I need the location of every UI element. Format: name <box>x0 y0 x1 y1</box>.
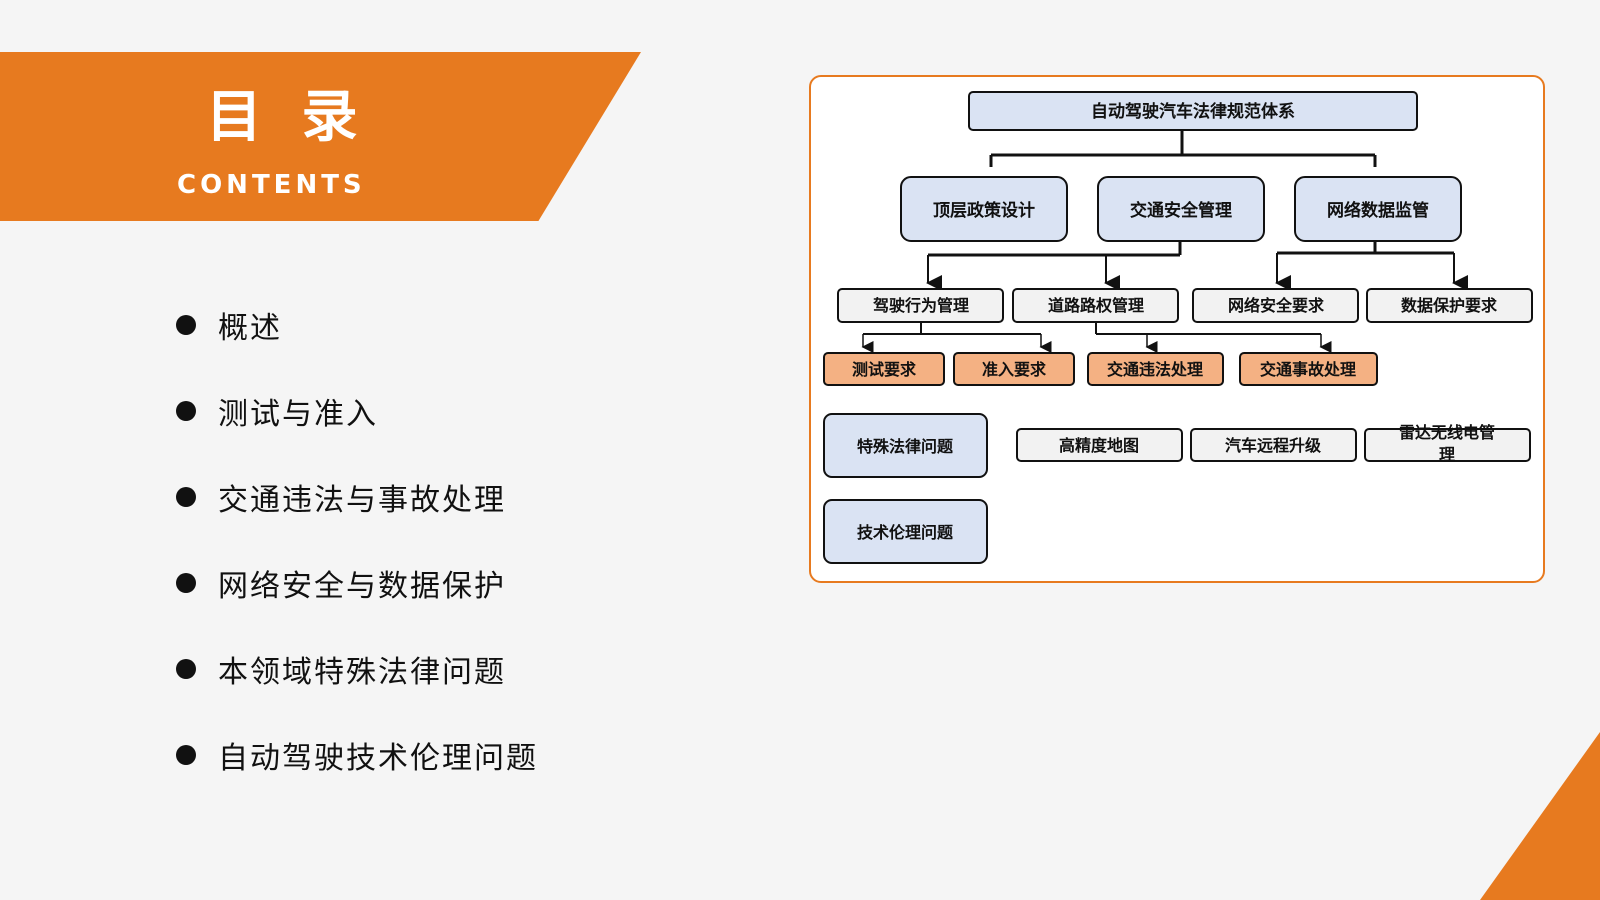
bullet-icon <box>176 573 196 593</box>
diagram-level3-node: 测试要求 <box>823 352 945 386</box>
diagram-root-node: 自动驾驶汽车法律规范体系 <box>968 91 1418 131</box>
svg-text:准入要求: 准入要求 <box>982 360 1047 379</box>
svg-text:网络数据监管: 网络数据监管 <box>1327 200 1429 221</box>
svg-text:交通违法处理: 交通违法处理 <box>1107 360 1203 379</box>
page-subtitle: CONTENTS <box>177 170 366 200</box>
bullet-icon <box>176 745 196 765</box>
diagram-special-item: 高精度地图 <box>1016 428 1183 462</box>
bullet-icon <box>176 401 196 421</box>
svg-text:交通安全管理: 交通安全管理 <box>1130 200 1232 221</box>
svg-text:特殊法律问题: 特殊法律问题 <box>857 437 954 456</box>
diagram-level2-node: 数据保护要求 <box>1366 288 1533 323</box>
svg-text:自动驾驶汽车法律规范体系: 自动驾驶汽车法律规范体系 <box>1091 101 1295 122</box>
title-banner <box>0 52 641 221</box>
diagram-level2-node: 驾驶行为管理 <box>837 288 1004 323</box>
toc-item[interactable]: 自动驾驶技术伦理问题 <box>176 712 538 798</box>
toc-item-label: 交通违法与事故处理 <box>218 483 506 518</box>
diagram-level3-node: 准入要求 <box>953 352 1075 386</box>
svg-text:测试要求: 测试要求 <box>852 360 917 379</box>
toc-item[interactable]: 本领域特殊法律问题 <box>176 626 538 712</box>
toc-item-label: 自动驾驶技术伦理问题 <box>218 741 538 776</box>
table-of-contents: 概述 测试与准入 交通违法与事故处理 网络安全与数据保护 本领域特殊法律问题 自… <box>176 282 538 798</box>
connector-lines <box>861 131 1468 353</box>
svg-text:数据保护要求: 数据保护要求 <box>1401 296 1498 315</box>
toc-item[interactable]: 网络安全与数据保护 <box>176 540 538 626</box>
toc-item-label: 网络安全与数据保护 <box>218 569 506 604</box>
svg-text:交通事故处理: 交通事故处理 <box>1260 360 1356 379</box>
svg-text:技术伦理问题: 技术伦理问题 <box>857 523 954 542</box>
bullet-icon <box>176 659 196 679</box>
diagram-level3-node: 交通事故处理 <box>1239 352 1378 386</box>
toc-item[interactable]: 概述 <box>176 282 538 368</box>
svg-text:网络安全要求: 网络安全要求 <box>1228 296 1325 315</box>
svg-text:驾驶行为管理: 驾驶行为管理 <box>872 296 969 315</box>
legal-framework-diagram: 自动驾驶汽车法律规范体系 顶层政策设计 交通安全管理 网络数据监管 驾驶行为管理… <box>809 75 1545 583</box>
toc-item-label: 概述 <box>218 311 282 346</box>
svg-text:雷达无线电管: 雷达无线电管 <box>1399 423 1495 442</box>
corner-decoration <box>1480 732 1600 900</box>
svg-text:高精度地图: 高精度地图 <box>1059 436 1139 455</box>
diagram-special-node: 特殊法律问题 <box>823 413 988 478</box>
svg-text:理: 理 <box>1439 445 1455 464</box>
diagram-special-item: 汽车远程升级 <box>1190 428 1357 462</box>
bullet-icon <box>176 487 196 507</box>
toc-item-label: 本领域特殊法律问题 <box>218 655 506 690</box>
toc-item-label: 测试与准入 <box>218 397 378 432</box>
toc-item[interactable]: 测试与准入 <box>176 368 538 454</box>
toc-item[interactable]: 交通违法与事故处理 <box>176 454 538 540</box>
diagram-level1-node: 交通安全管理 <box>1097 176 1265 242</box>
diagram-canvas: 自动驾驶汽车法律规范体系 顶层政策设计 交通安全管理 网络数据监管 驾驶行为管理… <box>823 91 1533 564</box>
page-title: 目 录 <box>206 84 368 150</box>
diagram-level1-node: 顶层政策设计 <box>900 176 1068 242</box>
diagram-level1-node: 网络数据监管 <box>1294 176 1462 242</box>
diagram-ethics-node: 技术伦理问题 <box>823 499 988 564</box>
diagram-level2-node: 网络安全要求 <box>1192 288 1359 323</box>
diagram-special-item: 雷达无线电管 理 <box>1364 423 1531 464</box>
svg-text:顶层政策设计: 顶层政策设计 <box>933 200 1035 221</box>
svg-text:汽车远程升级: 汽车远程升级 <box>1225 436 1322 455</box>
svg-text:道路路权管理: 道路路权管理 <box>1048 296 1144 315</box>
diagram-level2-node: 道路路权管理 <box>1012 288 1179 323</box>
bullet-icon <box>176 315 196 335</box>
diagram-level3-node: 交通违法处理 <box>1087 352 1224 386</box>
